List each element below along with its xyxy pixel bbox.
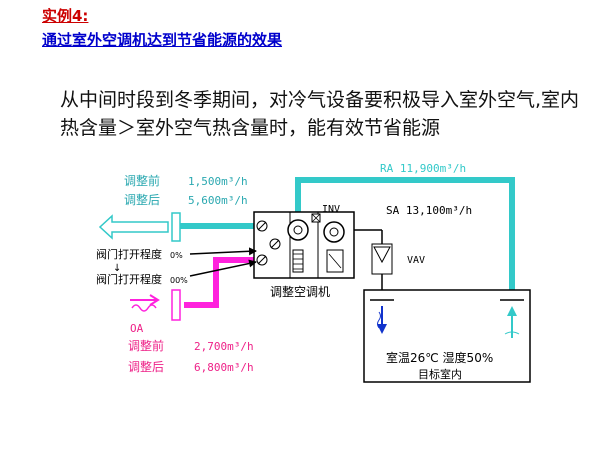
exhaust-after-label: 调整后 (124, 192, 160, 207)
damper-label-2: 阀门打开程度 (96, 272, 162, 286)
damper-arrow-1 (189, 247, 257, 256)
vav-label: VAV (407, 255, 425, 266)
supply-fan-icon (323, 221, 345, 243)
ahu-label: 调整空调机 (270, 284, 330, 299)
sa-label: SA 13,100m³/h (386, 204, 472, 217)
oa-label: OA (130, 322, 144, 335)
room-target-label: 目标室内 (418, 367, 462, 381)
example-subtitle: 通过室外空调机达到节省能源的效果 (42, 31, 283, 49)
filter-icon (292, 249, 304, 273)
damper-down-arrow-icon: ↓ (113, 263, 121, 274)
exhaust-before-value: 1,500m³/h (188, 175, 248, 188)
target-room (363, 289, 531, 383)
return-air-duct (295, 177, 515, 300)
ra-label: RA 11,900m³/h (380, 162, 466, 175)
outdoor-air-wave-icon (131, 304, 157, 312)
outdoor-after-label: 调整后 (128, 359, 164, 374)
example-title: 实例4: (42, 7, 89, 25)
damper-value-2: 00% (170, 276, 188, 285)
damper-arrow-2 (189, 259, 257, 277)
return-fan-icon (287, 219, 309, 241)
room-conditions: 室温26℃ 湿度50% (386, 350, 493, 365)
outdoor-air-duct (184, 257, 254, 308)
air-handling-unit (253, 211, 355, 279)
inv-label: INV (322, 204, 340, 215)
outdoor-air-louver (171, 289, 181, 321)
outdoor-before-value: 2,700m³/h (194, 340, 254, 353)
exhaust-arrow-icon (98, 214, 169, 240)
exhaust-before-label: 调整前 (124, 173, 160, 188)
damper-label-1: 阀门打开程度 (96, 247, 162, 261)
vav-triangle-icon (373, 246, 391, 264)
exhaust-louver (171, 212, 181, 242)
description-text: 从中间时段到冬季期间，对冷气设备要积极导入室外空气,室内热含量＞室外空气热含量时… (60, 89, 580, 139)
exhaust-after-value: 5,600m³/h (188, 194, 248, 207)
damper-value-1: 0% (170, 251, 183, 260)
outdoor-after-value: 6,800m³/h (194, 361, 254, 374)
outdoor-before-label: 调整前 (128, 338, 164, 353)
